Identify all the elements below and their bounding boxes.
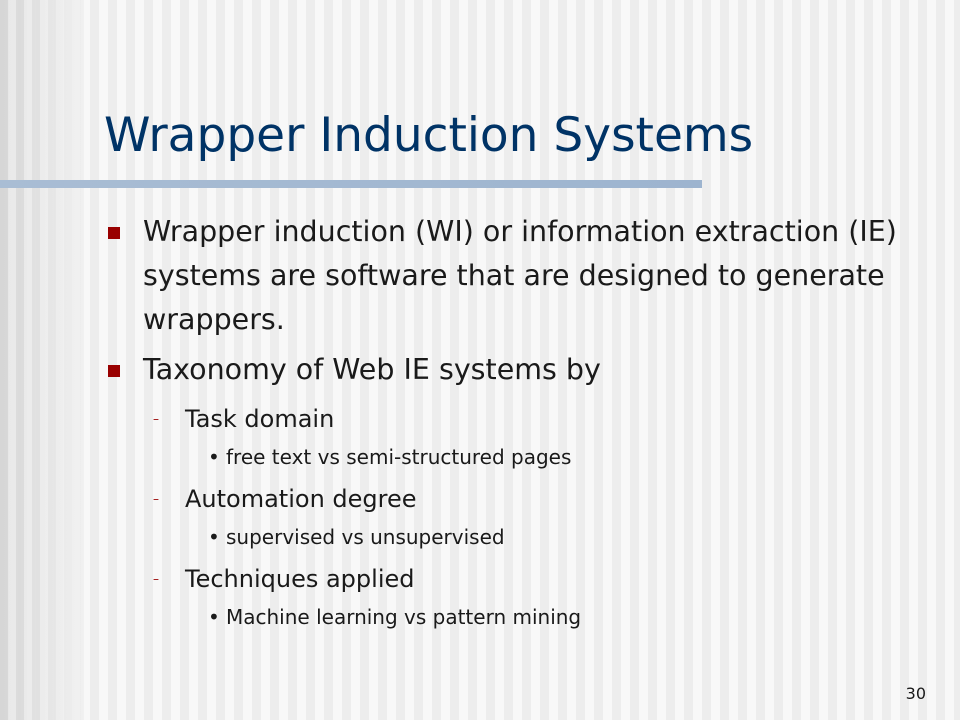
slide-title: Wrapper Induction Systems [104,108,754,163]
sub-sub-bullet-item: • free text vs semi-structured pages [108,442,938,472]
sub-sub-bullet-text: Machine learning vs pattern mining [226,605,582,629]
sub-bullet-item: – Techniques applied [108,562,938,596]
dash-bullet-icon: – [153,572,159,586]
dot-bullet-icon: • [208,525,220,549]
bullet-text: Wrapper induction (WI) or information ex… [143,215,897,336]
sub-sub-bullet-item: • supervised vs unsupervised [108,522,938,552]
square-bullet-icon [108,365,120,377]
sub-bullet-text: Automation degree [185,485,417,513]
sub-bullet-text: Techniques applied [185,565,415,593]
sub-bullet-item: – Task domain [108,402,938,436]
title-underline [0,180,702,188]
dash-bullet-icon: – [153,492,159,506]
page-number: 30 [905,684,926,703]
dot-bullet-icon: • [208,445,220,469]
square-bullet-icon [108,227,120,239]
bullet-text: Taxonomy of Web IE systems by [143,353,601,386]
sub-sub-bullet-text: supervised vs unsupervised [226,525,505,549]
sub-bullet-text: Task domain [185,405,335,433]
dot-bullet-icon: • [208,605,220,629]
sub-bullet-item: – Automation degree [108,482,938,516]
sub-sub-bullet-text: free text vs semi-structured pages [226,445,572,469]
bullet-list: Wrapper induction (WI) or information ex… [108,210,938,632]
decorative-left-band [0,0,84,720]
bullet-item: Wrapper induction (WI) or information ex… [108,210,938,342]
sub-sub-bullet-item: • Machine learning vs pattern mining [108,602,938,632]
dash-bullet-icon: – [153,412,159,426]
bullet-item: Taxonomy of Web IE systems by [108,348,938,392]
